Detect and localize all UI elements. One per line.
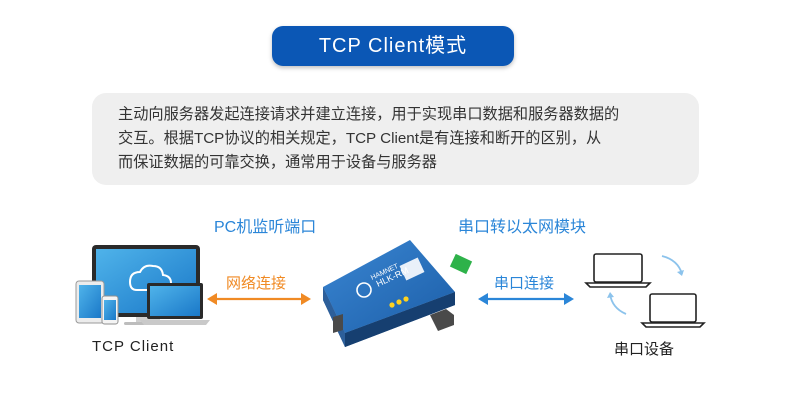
serial-ethernet-module-label: 串口转以太网模块	[458, 219, 587, 236]
network-connection-label: 网络连接	[226, 275, 287, 292]
pc-listen-port-label: PC机监听端口	[214, 219, 317, 236]
cycle-arrow-icon	[607, 255, 684, 315]
module-icon: HLK-RM HAMNET	[323, 240, 473, 347]
network-arrow	[207, 293, 311, 305]
laptop-icon-2	[640, 293, 706, 328]
laptop-icon	[584, 253, 652, 288]
devices-icon	[75, 245, 210, 325]
tcp-client-label: TCP Client	[92, 338, 175, 355]
description-line-2: 交互。根据TCP协议的相关规定，TCP Client是有连接和断开的区别，从	[118, 130, 602, 147]
mode-title: TCP Client模式	[272, 26, 514, 66]
serial-connection-label: 串口连接	[494, 275, 555, 292]
description-line-3: 而保证数据的可靠交换，通常用于设备与服务器	[118, 154, 437, 171]
cloud-icon	[128, 264, 173, 291]
serial-device-label: 串口设备	[614, 341, 675, 358]
description-box: 主动向服务器发起连接请求并建立连接，用于实现串口数据和服务器数据的 交互。根据T…	[92, 93, 699, 185]
description-line-1: 主动向服务器发起连接请求并建立连接，用于实现串口数据和服务器数据的	[118, 106, 620, 123]
serial-arrow	[478, 293, 574, 305]
